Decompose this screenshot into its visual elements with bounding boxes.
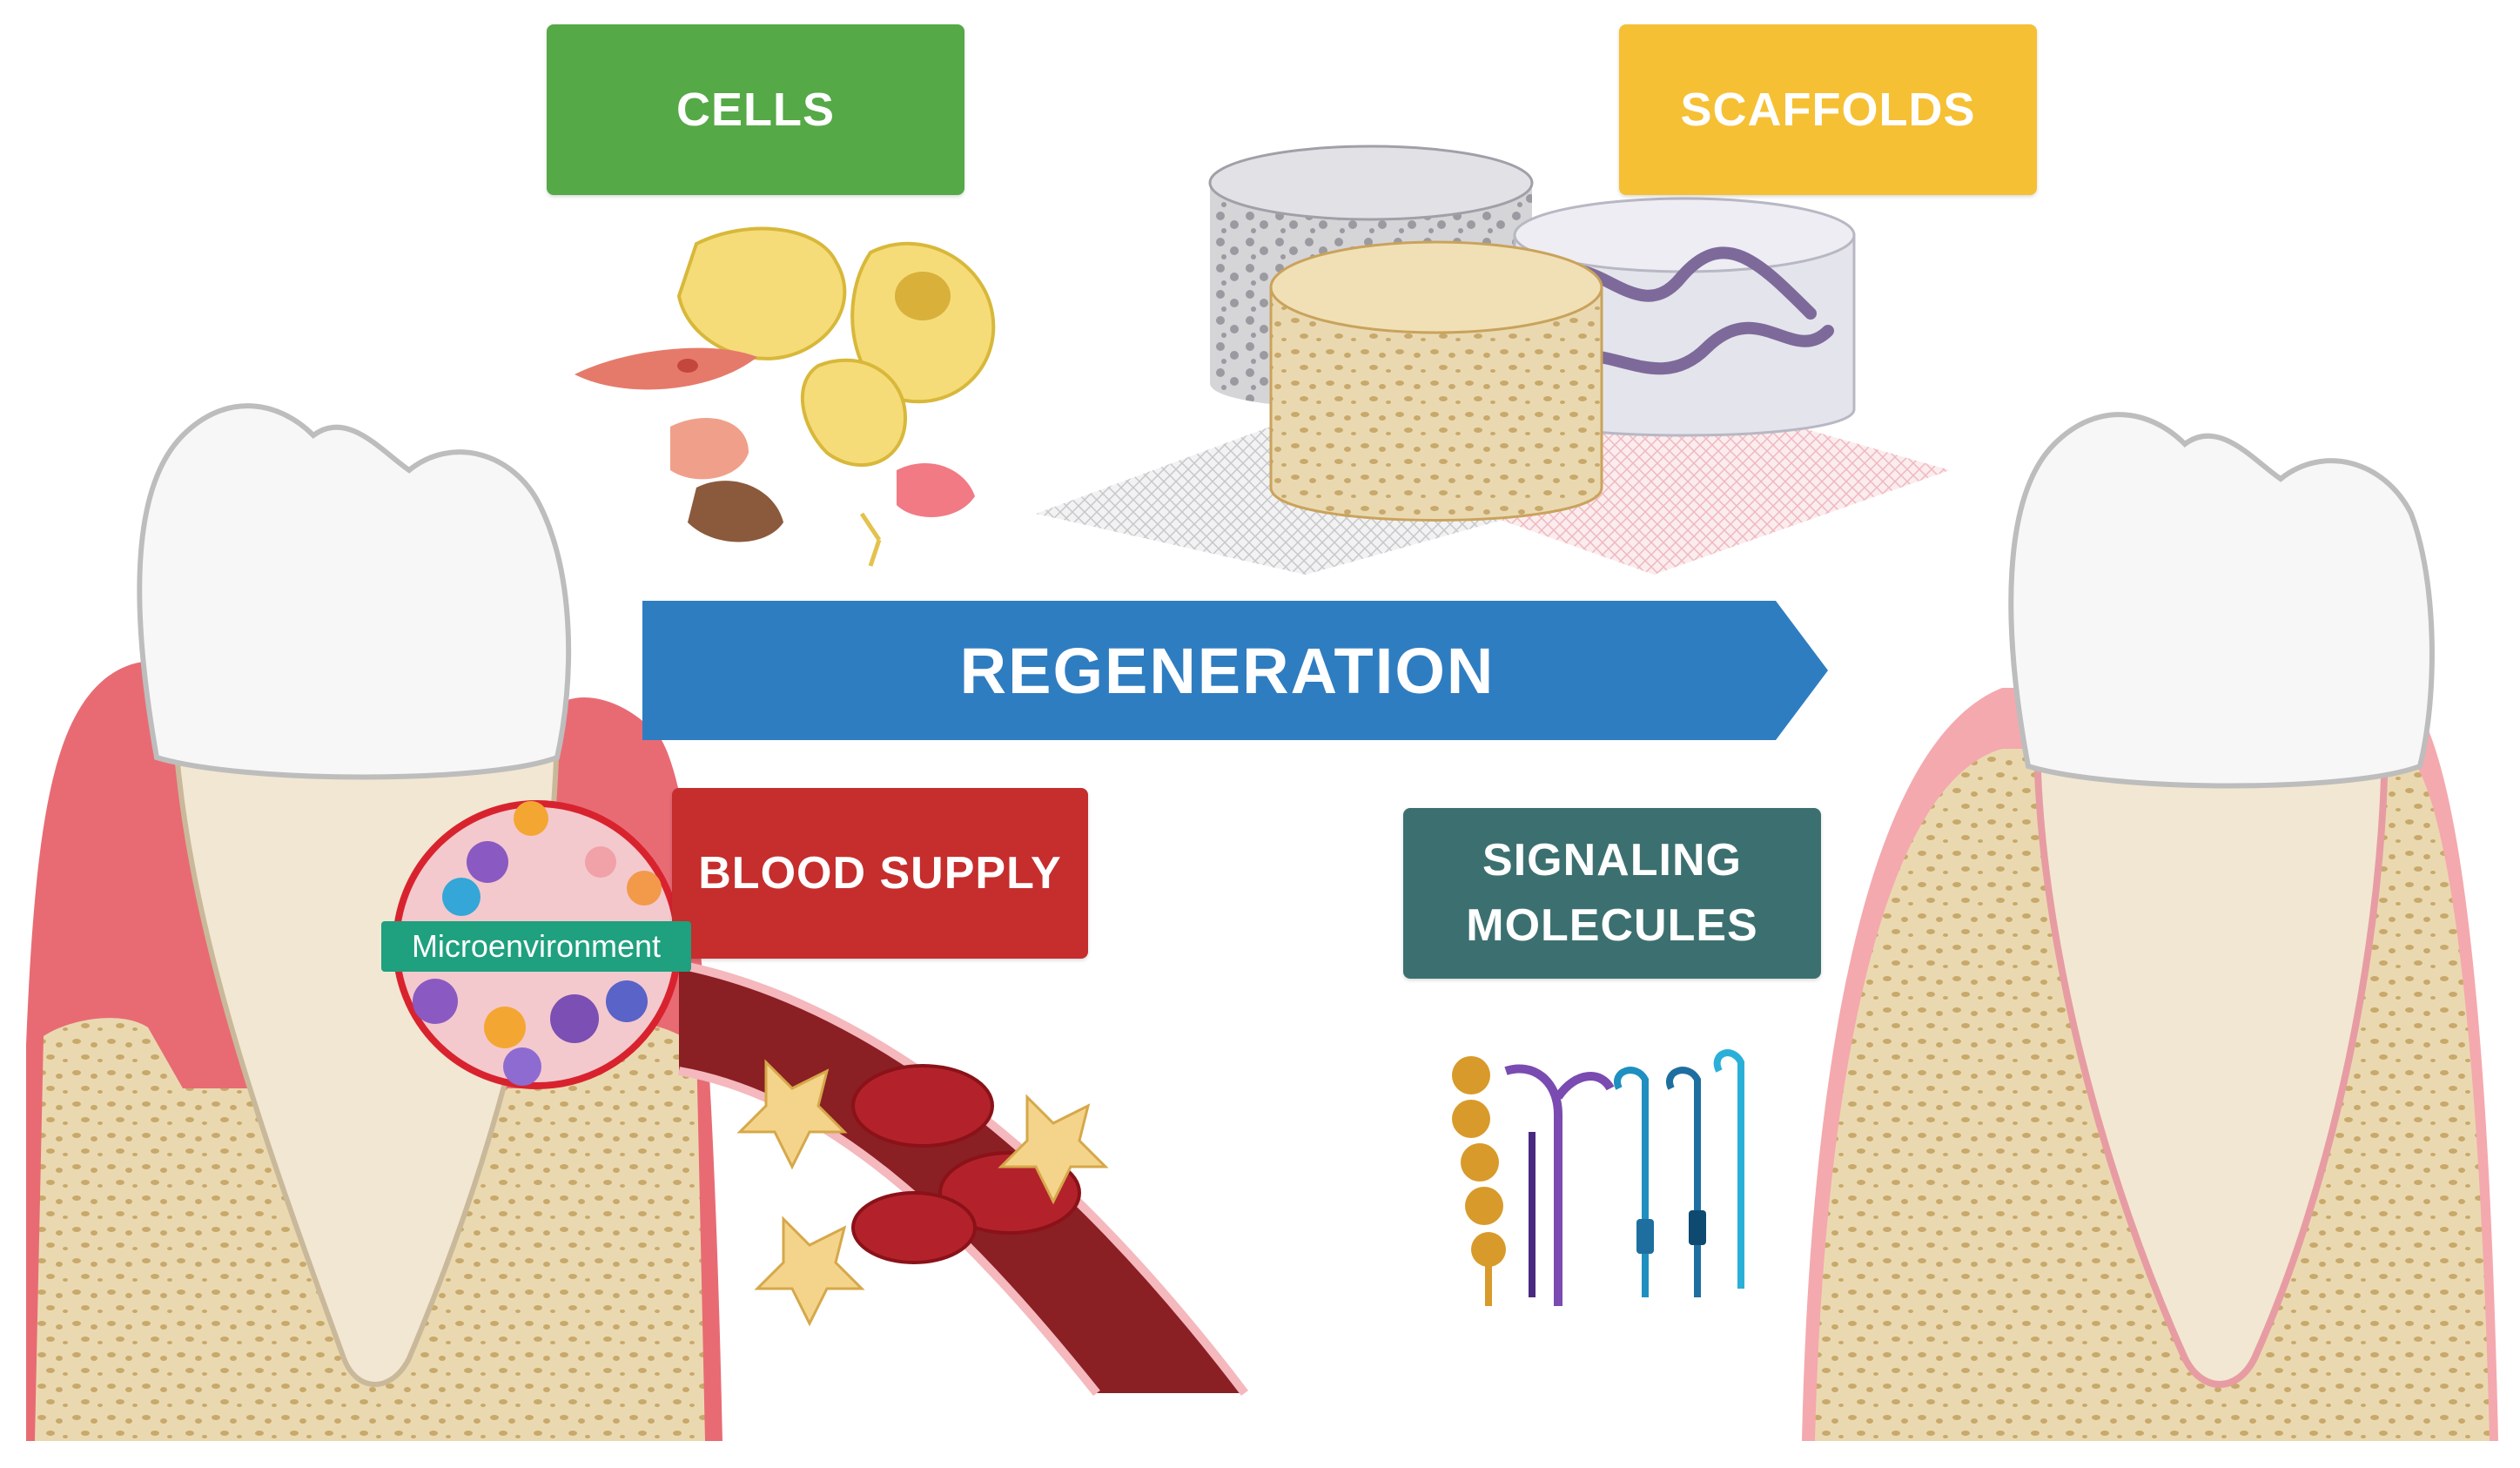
healthy-tooth [1802,412,2498,1441]
signaling-label-line2: MOLECULES [1466,900,1758,951]
tooth-crown-icon [137,403,572,780]
healthy-tooth-crown-icon [2008,412,2435,789]
diseased-tooth [26,403,722,1441]
signaling-label-line1: SIGNALING [1482,834,1742,886]
signaling-molecules-illustration [1452,1049,1744,1306]
blood-supply-label-box: BLOOD SUPPLY [672,788,1088,959]
blood-vessel-illustration [678,962,1248,1397]
microenvironment-label: Microenvironment [381,921,691,972]
signaling-molecules-label-box: SIGNALING MOLECULES [1403,808,1821,979]
cells-label-box: CELLS [547,24,964,195]
cells-illustration [575,226,996,567]
regeneration-arrow-icon [642,601,1828,740]
scaffolds-illustration [1036,145,1950,575]
regeneration-label: REGENERATION [959,634,1495,707]
scaffolds-label-box: SCAFFOLDS [1619,24,2037,195]
healthy-tooth-root-icon [2033,728,2389,1388]
